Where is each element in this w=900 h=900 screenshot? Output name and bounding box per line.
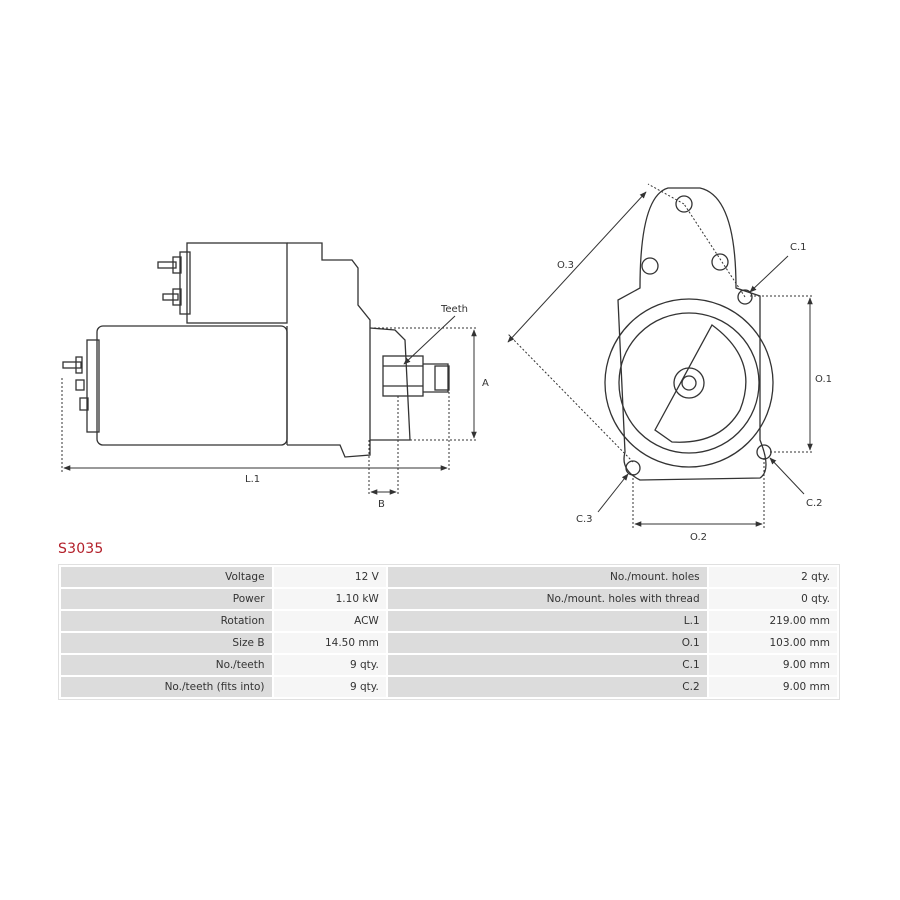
leader-C2 xyxy=(769,457,805,495)
spec-label: Size B xyxy=(61,633,272,653)
housing-outer-ring xyxy=(604,298,774,468)
spec-value: 9 qty. xyxy=(273,677,386,697)
end-cap-bolts xyxy=(62,356,89,411)
solenoid-body xyxy=(186,242,288,324)
leader-C1 xyxy=(749,255,789,293)
solenoid-terminals xyxy=(157,256,182,306)
shaft-boss xyxy=(673,367,705,399)
front-view-dimensions xyxy=(507,183,814,530)
table-row: No./teeth (fits into) 9 qty. C.2 9.00 mm xyxy=(61,677,837,697)
spec-label: No./mount. holes xyxy=(387,567,707,587)
label-C1: C.1 xyxy=(790,242,807,253)
table-row: Rotation ACW L.1 219.00 mm xyxy=(61,611,837,631)
label-O3: O.3 xyxy=(557,260,574,271)
spec-label: No./teeth (fits into) xyxy=(61,677,272,697)
mounting-flange xyxy=(617,187,767,481)
part-number: S3035 xyxy=(58,541,104,557)
table-row: No./teeth 9 qty. C.1 9.00 mm xyxy=(61,655,837,675)
pinion-shaft xyxy=(423,363,449,393)
label-O1: O.1 xyxy=(815,374,832,385)
hole-C3 xyxy=(625,460,641,476)
pinion-housing-nose xyxy=(369,327,411,441)
label-teeth: Teeth xyxy=(440,304,468,315)
starter-motor-technical-drawing: Teeth A L.1 B O.1 O.2 O.3 C.1 C.2 C.3 xyxy=(61,183,832,540)
spec-label: No./teeth xyxy=(61,655,272,675)
shaft xyxy=(681,375,697,391)
spec-value: 0 qty. xyxy=(708,589,837,609)
spec-value: 1.10 kW xyxy=(273,589,386,609)
spec-label: Power xyxy=(61,589,272,609)
spec-value: 9 qty. xyxy=(273,655,386,675)
housing-inner-ring xyxy=(618,312,760,454)
spec-value: ACW xyxy=(273,611,386,631)
side-hole-right xyxy=(711,253,729,271)
teeth-leader xyxy=(403,315,456,365)
spec-value: 2 qty. xyxy=(708,567,837,587)
leader-C3 xyxy=(597,473,629,513)
motor-end-cap xyxy=(86,339,100,433)
spec-label: O.1 xyxy=(387,633,707,653)
spec-value: 14.50 mm xyxy=(273,633,386,653)
drive-housing xyxy=(287,242,371,458)
table-row: Power 1.10 kW No./mount. holes with thre… xyxy=(61,589,837,609)
spec-value: 103.00 mm xyxy=(708,633,837,653)
spec-value: 12 V xyxy=(273,567,386,587)
side-view xyxy=(62,242,456,458)
spec-value: 9.00 mm xyxy=(708,677,837,697)
label-C3: C.3 xyxy=(576,514,593,525)
spec-label: Voltage xyxy=(61,567,272,587)
spec-label: No./mount. holes with thread xyxy=(387,589,707,609)
spec-label: Rotation xyxy=(61,611,272,631)
front-view xyxy=(604,187,774,481)
label-B: B xyxy=(378,499,385,510)
table-row: Size B 14.50 mm O.1 103.00 mm xyxy=(61,633,837,653)
side-view-dimensions xyxy=(61,327,478,496)
motor-body xyxy=(96,325,288,446)
table-row: Voltage 12 V No./mount. holes 2 qty. xyxy=(61,567,837,587)
upper-lug-hole xyxy=(675,195,693,213)
spec-value: 9.00 mm xyxy=(708,655,837,675)
solenoid-end-cap xyxy=(179,251,191,315)
dim-O3 xyxy=(507,191,647,343)
specs-table: Voltage 12 V No./mount. holes 2 qty. Pow… xyxy=(58,564,840,700)
shaft-tip xyxy=(434,365,450,391)
label-L1: L.1 xyxy=(245,474,260,485)
side-hole-left xyxy=(641,257,659,275)
spec-label: L.1 xyxy=(387,611,707,631)
housing-relief xyxy=(654,324,747,443)
spec-value: 219.00 mm xyxy=(708,611,837,631)
label-O2: O.2 xyxy=(690,532,707,540)
label-C2: C.2 xyxy=(806,498,823,509)
label-A: A xyxy=(482,378,489,389)
pinion xyxy=(382,355,424,397)
spec-label: C.2 xyxy=(387,677,707,697)
hole-C1 xyxy=(737,289,753,305)
spec-label: C.1 xyxy=(387,655,707,675)
